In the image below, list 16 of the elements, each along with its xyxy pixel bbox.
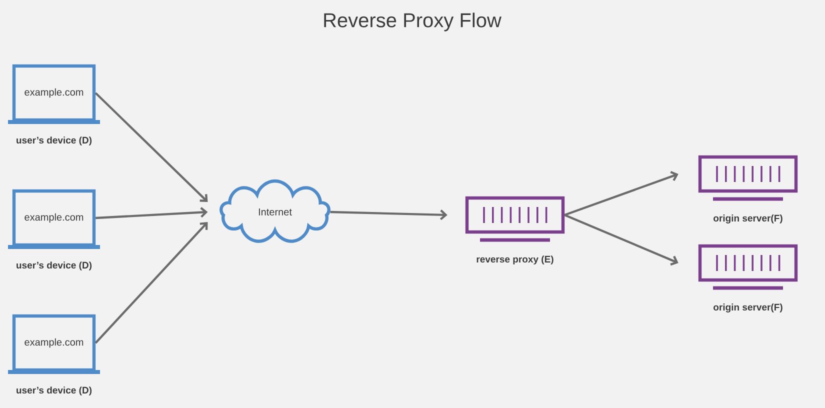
arrow [564,171,678,216]
arrow [564,214,678,266]
arrow [96,207,208,220]
device-label: user’s device (D) [16,262,92,270]
server-label: reverse proxy (E) [476,256,554,264]
arrow [94,222,208,344]
server-icon [698,244,798,290]
device-label: user’s device (D) [16,386,92,396]
server-icon [698,155,798,201]
arrow [330,210,448,220]
device-label: user’s device (D) [16,136,92,146]
title: Reverse Proxy Flow [324,12,502,32]
server-label: origin server(F) [714,304,782,312]
arrow [94,92,208,202]
server-label: origin server(F) [714,214,782,224]
server-icon [465,196,565,242]
